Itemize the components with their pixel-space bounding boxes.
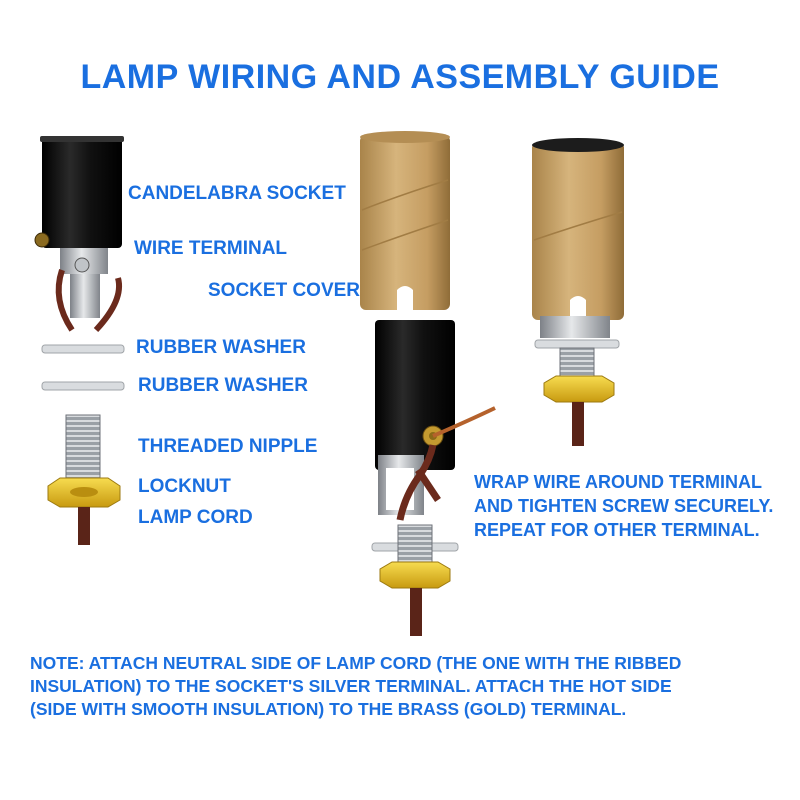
- cord-wire-right: [93, 277, 122, 333]
- middle-assembly: [360, 131, 496, 636]
- label-socket-cover: SOCKET COVER: [208, 280, 361, 301]
- cover-notch: [397, 286, 413, 310]
- rubber-washer-2: [41, 381, 125, 391]
- socket-cover-tube: [360, 135, 450, 310]
- completed-washer: [534, 339, 620, 349]
- exploded-assembly: [34, 136, 125, 545]
- completed-cover-notch: [570, 296, 586, 320]
- bracket-lower: [70, 274, 100, 318]
- page-title: LAMP WIRING AND ASSEMBLY GUIDE: [80, 58, 720, 96]
- label-rubber-washer-1: RUBBER WASHER: [136, 337, 306, 358]
- wrap-line-1: WRAP WIRE AROUND TERMINAL: [474, 472, 762, 492]
- threaded-nipple: [65, 414, 101, 484]
- completed-bracket: [540, 316, 610, 338]
- completed-locknut: [543, 375, 615, 403]
- silver-terminal-screw: [74, 257, 90, 273]
- middle-lamp-cord: [410, 588, 422, 636]
- socket-rim: [40, 136, 124, 142]
- label-wire-terminal: WIRE TERMINAL: [134, 238, 288, 259]
- completed-assembly: [532, 138, 624, 446]
- wrap-line-2: AND TIGHTEN SCREW SECURELY.: [474, 496, 774, 516]
- note-line-1: NOTE: ATTACH NEUTRAL SIDE OF LAMP CORD (…: [30, 653, 682, 673]
- label-threaded-nipple: THREADED NIPPLE: [138, 436, 318, 457]
- middle-wire-stripped: [432, 406, 496, 438]
- wrap-instruction: WRAP WIRE AROUND TERMINAL AND TIGHTEN SC…: [474, 470, 773, 542]
- label-locknut: LOCKNUT: [138, 476, 231, 497]
- label-lamp-cord: LAMP CORD: [138, 507, 253, 528]
- wrap-line-3: REPEAT FOR OTHER TERMINAL.: [474, 520, 760, 540]
- brass-terminal-screw: [34, 232, 50, 248]
- candelabra-socket-body: [42, 138, 122, 248]
- completed-lamp-cord: [572, 402, 584, 446]
- note-line-2: INSULATION) TO THE SOCKET'S SILVER TERMI…: [30, 676, 672, 696]
- wiring-note: NOTE: ATTACH NEUTRAL SIDE OF LAMP CORD (…: [30, 652, 780, 721]
- note-line-3: (SIDE WITH SMOOTH INSULATION) TO THE BRA…: [30, 699, 627, 719]
- label-rubber-washer-2: RUBBER WASHER: [138, 375, 308, 396]
- lamp-cord: [78, 507, 90, 545]
- cord-wire-left: [55, 269, 75, 332]
- middle-locknut: [379, 561, 451, 589]
- middle-socket-body: [375, 320, 455, 470]
- label-candelabra-socket: CANDELABRA SOCKET: [128, 183, 346, 204]
- rubber-washer-1: [41, 344, 125, 354]
- completed-cover-tube: [532, 142, 624, 320]
- completed-nipple: [559, 347, 595, 379]
